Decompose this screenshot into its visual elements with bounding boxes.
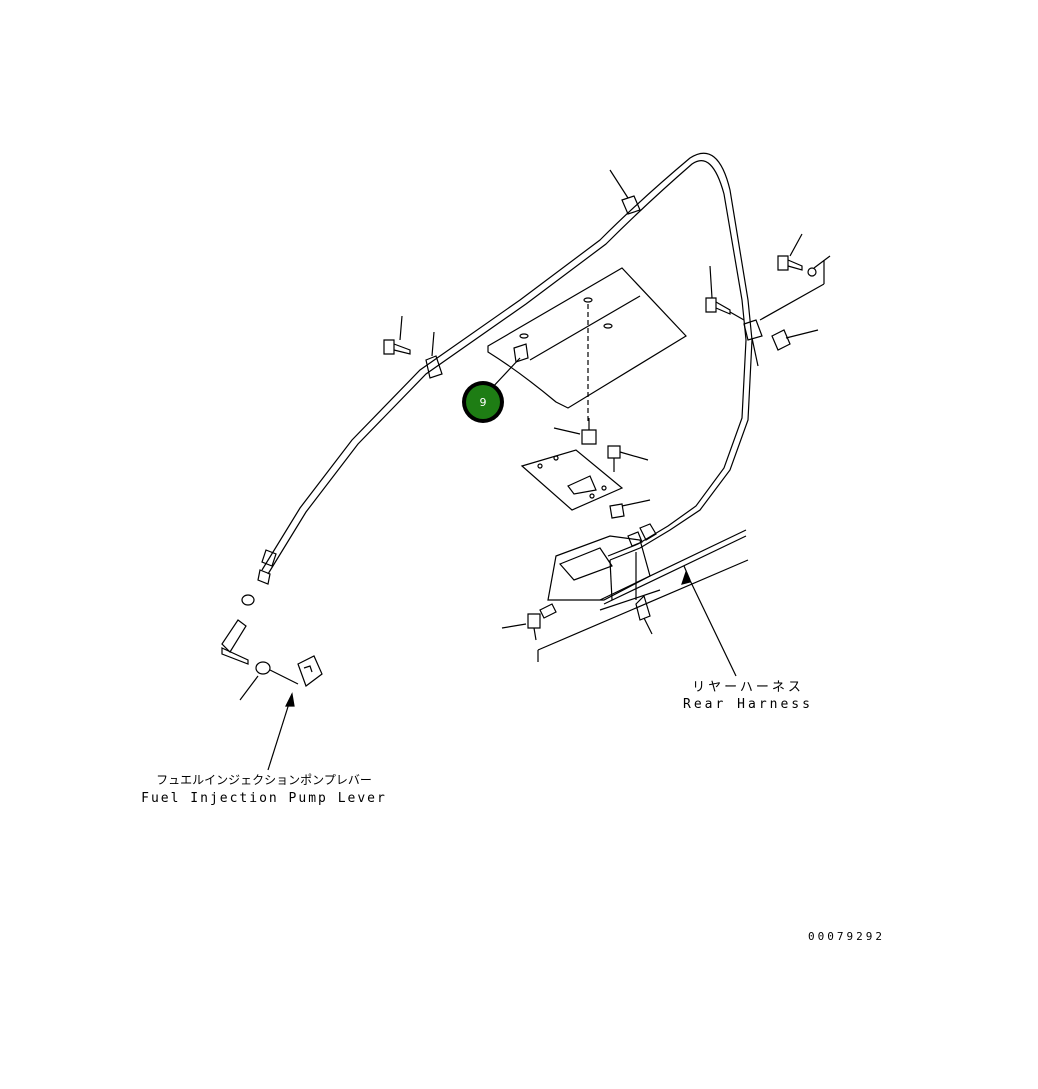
cable-clamp-right xyxy=(705,233,831,367)
bracket-plate xyxy=(520,449,651,519)
drawing-number: 00079292 xyxy=(808,930,885,943)
rear-harness-leader xyxy=(681,570,737,677)
callout-9-number: 9 xyxy=(466,385,500,419)
lower-bolts xyxy=(501,552,653,641)
rear-harness-label-en: Rear Harness xyxy=(683,697,813,712)
cable-clamp-upper xyxy=(609,169,641,215)
cable-clamp-left xyxy=(383,315,443,379)
mounting-bolts xyxy=(553,418,649,472)
pump-lever-leader xyxy=(267,692,295,771)
rear-harness xyxy=(599,529,747,605)
cover-plate xyxy=(487,267,687,424)
control-cable xyxy=(261,152,753,575)
pump-lever-label-en: Fuel Injection Pump Lever xyxy=(141,791,387,806)
callout-9-marker[interactable]: 9 xyxy=(462,381,504,423)
rear-harness-label-jp: リヤーハーネス xyxy=(692,680,804,695)
linkage-parts xyxy=(221,549,323,701)
pump-lever-label-jp: フュエルインジェクションポンプレバー xyxy=(156,773,372,787)
control-box xyxy=(537,523,749,662)
